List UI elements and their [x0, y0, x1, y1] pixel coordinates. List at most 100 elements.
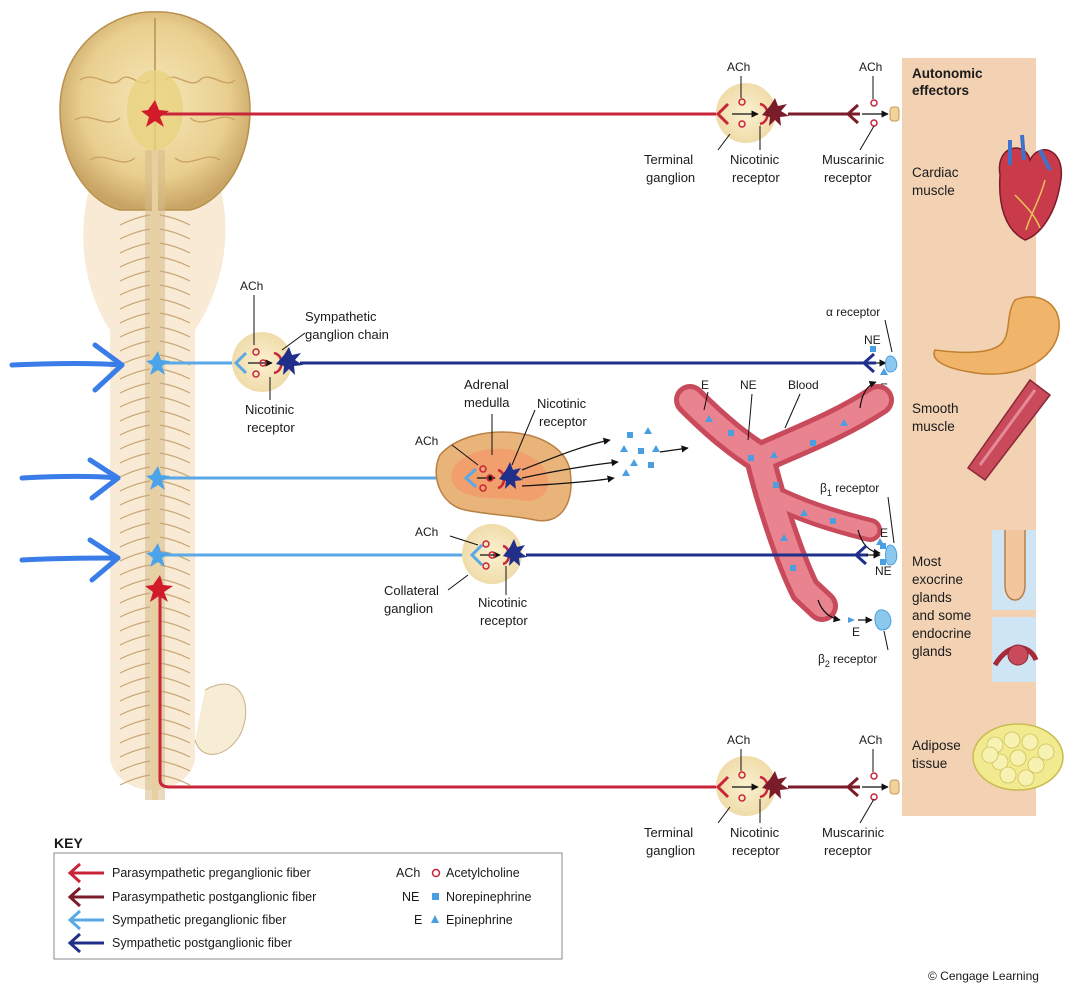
cardiac-label-2: muscle	[912, 183, 955, 198]
released-hormones	[620, 427, 660, 476]
copyright: © Cengage Learning	[928, 969, 1039, 983]
annotation-arrows	[9, 342, 125, 583]
blood-label: Blood	[788, 378, 819, 392]
ach-label-muscarinic-bottom: ACh	[859, 733, 882, 747]
legend-abbr-ne: NE	[402, 890, 419, 904]
terminal-label-bottom: Terminal	[644, 825, 693, 840]
adipose-image	[972, 723, 1064, 791]
annotation-arrow-1	[92, 342, 125, 393]
muscarinic-receptor-label-bottom: receptor	[824, 843, 872, 858]
e-label-blood: E	[701, 378, 709, 392]
ne-label-alpha: NE	[864, 333, 881, 347]
annotation-arrow-3	[87, 537, 121, 583]
adipose-label-2: tissue	[912, 756, 947, 771]
ganglion-label-bottom: ganglion	[646, 843, 695, 858]
parasympathetic-preganglionic-fiber-bottom	[158, 588, 722, 789]
terminal-ganglion-bottom	[716, 756, 776, 816]
glands-label-2: exocrine	[912, 572, 963, 587]
terminal-label-top: Terminal	[644, 152, 693, 167]
cardiac-label-1: Cardiac	[912, 165, 959, 180]
legend-abbr-e: E	[414, 913, 422, 927]
glands-label-1: Most	[912, 554, 942, 569]
ne-label-beta1: NE	[875, 564, 892, 578]
nicotinic-label-top: Nicotinic	[730, 152, 780, 167]
legend-name-ach: Acetylcholine	[446, 866, 520, 880]
ganglion-label-collateral: ganglion	[384, 601, 433, 616]
smooth-label-1: Smooth	[912, 401, 959, 416]
beta1-receptor	[885, 544, 898, 566]
legend-label-parasympathetic-post: Parasympathetic postganglionic fiber	[112, 890, 316, 904]
legend-abbr-ach: ACh	[396, 866, 420, 880]
beta2-receptor	[874, 609, 892, 631]
collateral-ganglion	[462, 524, 522, 584]
postganglionic-neuron-body-top	[762, 98, 789, 126]
parasympathetic-neuron-body-sacral	[145, 575, 173, 602]
e-label-beta1: E	[880, 526, 888, 540]
legend-name-ne: Norepinephrine	[446, 890, 532, 904]
glands-label-6: glands	[912, 644, 952, 659]
sympathetic-ganglion-chain-label-1: Sympathetic	[305, 309, 377, 324]
epinephrine-symbol	[431, 915, 439, 923]
legend-label-sympathetic-pre: Sympathetic preganglionic fiber	[112, 913, 286, 927]
blood-vessel: E NE Blood	[674, 378, 894, 623]
collateral-postganglionic-neuron-body	[503, 539, 527, 566]
ach-label-terminal-bottom: ACh	[727, 733, 750, 747]
pathway-sympathetic-chain: ACh Sympathetic ganglion chain Nicotinic…	[146, 279, 898, 435]
adrenal-chromaffin-cell	[499, 462, 523, 489]
beta2-receptor-label: β2 receptor	[818, 652, 877, 669]
legend-box	[53, 852, 563, 960]
nicotinic-label-chain: Nicotinic	[245, 402, 295, 417]
muscarinic-label-bottom: Muscarinic	[822, 825, 885, 840]
postganglionic-neuron-body-bottom	[762, 771, 789, 799]
glands-label-4: and some	[912, 608, 971, 623]
alpha-receptor	[885, 355, 898, 373]
pathway-parasympathetic-sacral: ACh ACh Terminal ganglion Nicotinic rece…	[145, 575, 900, 858]
heart-image	[998, 134, 1063, 241]
adrenal-medulla	[451, 448, 549, 501]
pathway-parasympathetic-cardiac: ACh ACh Terminal ganglion Nicotinic rece…	[141, 60, 900, 185]
ach-label-adrenal: ACh	[415, 434, 438, 448]
nicotinic-label-collateral: Nicotinic	[478, 595, 528, 610]
adrenal-label-1: Adrenal	[464, 377, 509, 392]
nicotinic-receptor-label-adrenal: receptor	[539, 414, 587, 429]
nicotinic-receptor-label-chain: receptor	[247, 420, 295, 435]
legend-item-sympathetic-post: Sympathetic postganglionic fiber	[67, 932, 292, 954]
nicotinic-label-bottom: Nicotinic	[730, 825, 780, 840]
ne-label-blood: NE	[740, 378, 757, 392]
sympathetic-ganglion-chain	[232, 332, 292, 392]
pathway-adrenal-medulla: ACh Adrenal medulla Nicotinic receptor	[146, 377, 689, 522]
collateral-label: Collateral	[384, 583, 439, 598]
ach-label-muscarinic-top: ACh	[859, 60, 882, 74]
norepinephrine-symbol	[432, 893, 439, 900]
ach-label-terminal-top: ACh	[727, 60, 750, 74]
muscarinic-receptor-label-top: receptor	[824, 170, 872, 185]
effectors-title-2: effectors	[912, 83, 969, 98]
sympathetic-neuron-body-2	[146, 466, 170, 490]
nicotinic-receptor-label-collateral: receptor	[480, 613, 528, 628]
legend-item-sympathetic-pre: Sympathetic preganglionic fiber	[67, 909, 286, 931]
smooth-label-2: muscle	[912, 419, 955, 434]
legend-item-parasympathetic-post: Parasympathetic postganglionic fiber	[67, 886, 316, 908]
nicotinic-receptor-label-top: receptor	[732, 170, 780, 185]
pathway-collateral-ganglion: ACh Collateral ganglion Nicotinic recept…	[146, 481, 898, 669]
stomach-image	[933, 296, 1060, 375]
muscarinic-receptor-top	[889, 106, 900, 122]
ganglion-label-top: ganglion	[646, 170, 695, 185]
effectors-title-1: Autonomic	[912, 66, 983, 81]
terminal-ganglion-top	[716, 83, 776, 143]
gland-image	[992, 530, 1039, 682]
nicotinic-label-adrenal: Nicotinic	[537, 396, 587, 411]
blood-vessel-smooth-muscle-image	[966, 378, 1052, 482]
legend-label-parasympathetic-pre: Parasympathetic preganglionic fiber	[112, 866, 311, 880]
body-illustration	[59, 11, 251, 800]
legend: KEY Parasympathetic preganglionic fiber …	[53, 835, 563, 960]
legend-item-parasympathetic-pre: Parasympathetic preganglionic fiber	[67, 862, 311, 884]
acetylcholine-symbol	[431, 868, 441, 878]
legend-name-e: Epinephrine	[446, 913, 513, 927]
sympathetic-ganglion-chain-label-2: ganglion chain	[305, 327, 389, 342]
glands-label-3: glands	[912, 590, 952, 605]
muscarinic-label-top: Muscarinic	[822, 152, 885, 167]
e-label-beta2: E	[852, 625, 860, 639]
alpha-receptor-label: α receptor	[826, 305, 880, 319]
